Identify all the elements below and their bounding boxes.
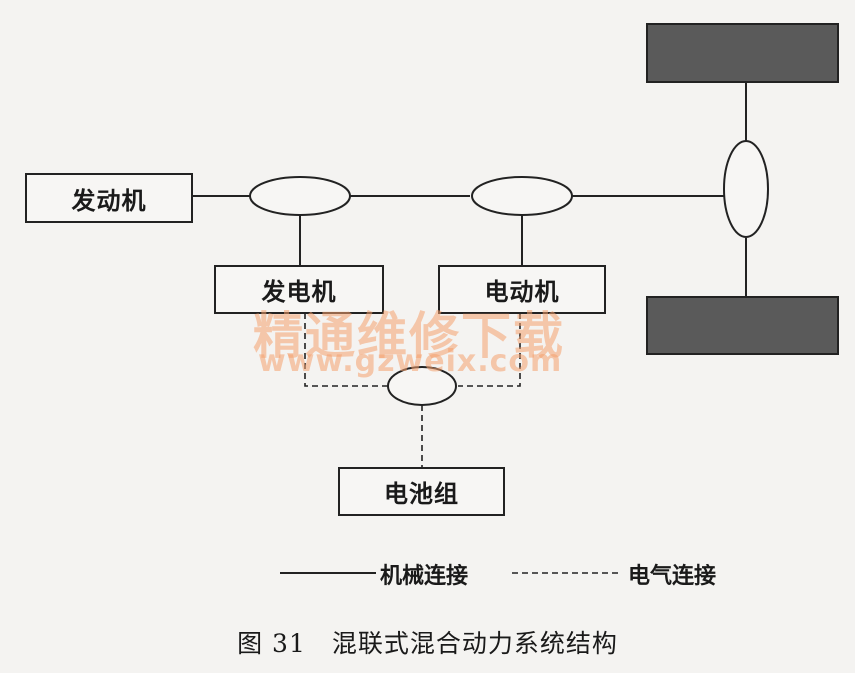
motor-box: 电动机 — [438, 265, 606, 314]
engine-label: 发动机 — [71, 186, 147, 215]
legend-electrical-label: 电气连接 — [628, 564, 717, 589]
generator-box: 发电机 — [214, 265, 384, 314]
wheel-top — [646, 23, 839, 83]
battery-box: 电池组 — [338, 467, 505, 516]
inverter-node — [387, 366, 457, 406]
legend-mechanical-label: 机械连接 — [380, 564, 469, 589]
power-coupler — [471, 176, 573, 216]
power-split-device — [249, 176, 351, 216]
motor-label: 电动机 — [484, 278, 560, 306]
motor-to-inverter-link — [458, 313, 521, 387]
figure-caption: 图 31 混联式混合动力系统结构 — [237, 629, 618, 658]
watermark-url: www.gzweix.com — [258, 344, 563, 379]
engine-box: 发动机 — [25, 173, 193, 223]
generator-label: 发电机 — [261, 278, 337, 306]
generator-to-inverter-link — [304, 313, 388, 387]
watermark-text: 精通维修下载 — [253, 307, 565, 365]
differential — [723, 140, 769, 238]
battery-label: 电池组 — [384, 480, 459, 508]
wheel-bottom — [646, 296, 839, 355]
electrical-links — [304, 313, 521, 468]
